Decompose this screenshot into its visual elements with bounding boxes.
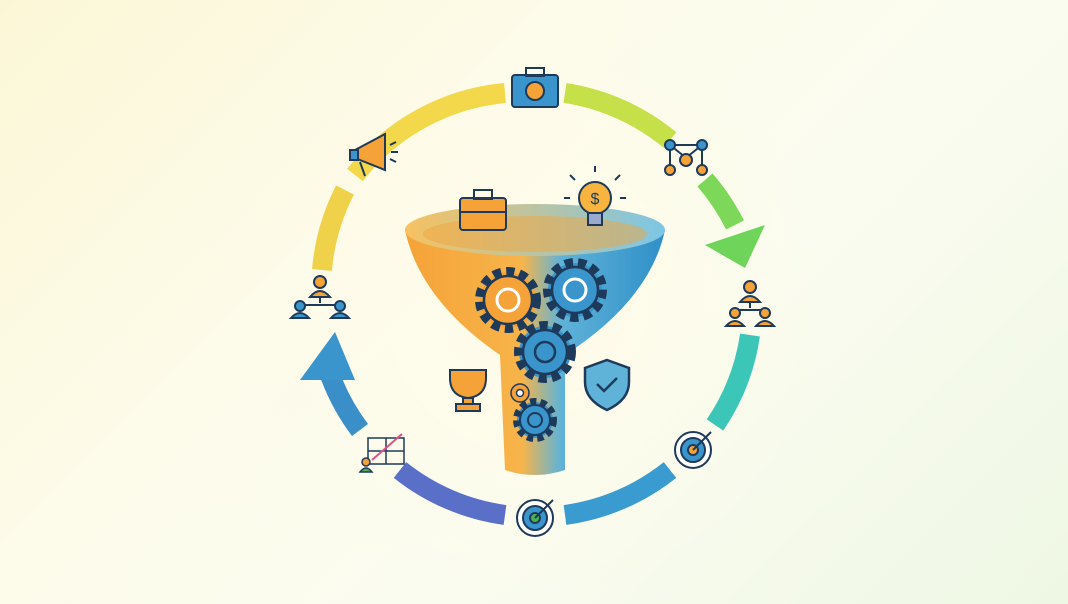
ring-segment-right (706, 333, 760, 431)
team-hierarchy-icon (288, 275, 352, 319)
gear-icon (475, 267, 541, 333)
gear-icon (513, 398, 557, 442)
target-icon (674, 431, 712, 469)
ring-segment-left-upper (312, 185, 354, 272)
megaphone-icon (349, 132, 398, 177)
target-icon (516, 499, 554, 537)
svg-text:$: $ (591, 191, 600, 208)
lightbulb-dollar-icon: $ (564, 166, 626, 226)
gear-icon (514, 321, 576, 383)
ring-segment-bottom-right (563, 462, 677, 525)
gear-icon (543, 258, 607, 322)
arrow-head-right (705, 225, 765, 268)
trophy-icon (449, 369, 487, 412)
ring-segment-top-right (563, 83, 677, 148)
ring-segment-right-upper (697, 173, 744, 230)
team-hierarchy-icon (723, 280, 777, 327)
gear-icon (510, 383, 530, 403)
growth-chart-icon (358, 433, 405, 473)
shield-check-icon (583, 358, 631, 412)
briefcase-icon (459, 189, 507, 231)
arrow-head-left (300, 332, 355, 380)
briefcase-dollar-icon (511, 67, 559, 108)
network-icon (664, 139, 708, 176)
ring-segment-bottom-left (393, 462, 507, 525)
